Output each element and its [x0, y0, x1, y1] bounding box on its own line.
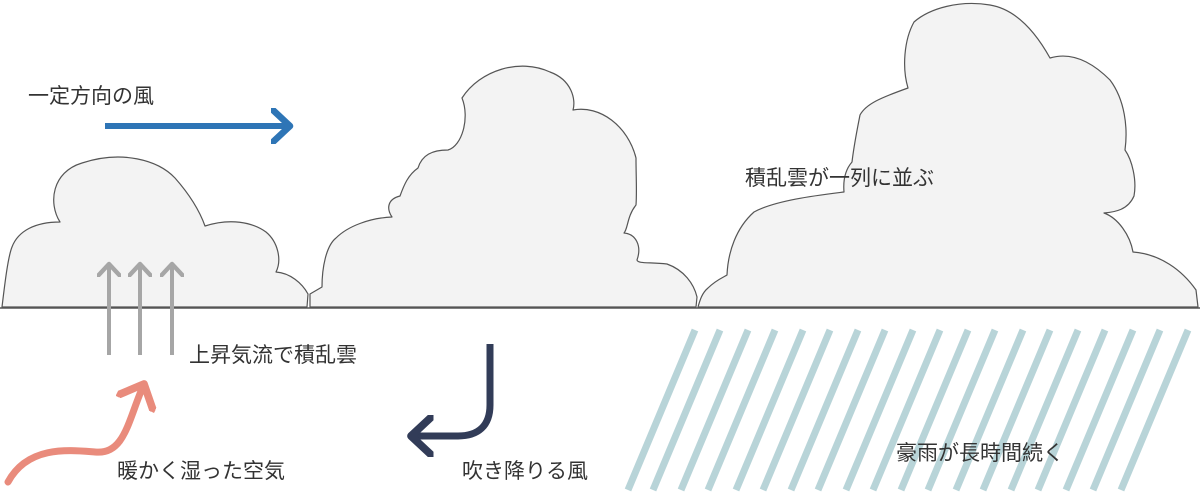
rain-streak [869, 328, 944, 492]
updraft-arrows [109, 264, 172, 355]
warm-air-label: 暖かく湿った空気 [117, 459, 285, 483]
rain-streak [1062, 328, 1137, 492]
rain-streak [979, 328, 1054, 492]
downdraft-label: 吹き降りる風 [462, 459, 588, 483]
rain-streak [759, 328, 834, 492]
rain-streak [924, 328, 999, 492]
curved-left-arrow-icon [411, 344, 494, 436]
cloud-line-label: 積乱雲が一列に並ぶ [745, 166, 934, 190]
tall-cumulonimbus-line [697, 2, 1199, 308]
rain-streak [732, 328, 807, 492]
updraft-label: 上昇気流で積乱雲 [189, 343, 357, 367]
rain-streaks [624, 328, 1192, 492]
clouds [1, 2, 1199, 308]
rain-streak [704, 328, 779, 492]
rain-streak [814, 328, 889, 492]
rain-streak [624, 328, 699, 492]
heavy-rain-label: 豪雨が長時間続く [896, 441, 1064, 465]
rain-streak [1007, 328, 1082, 492]
rain-streak [897, 328, 972, 492]
small-cumulonimbus [1, 156, 309, 308]
rain-streak [1117, 328, 1192, 492]
rain-streak [649, 328, 724, 492]
rain-streak [677, 328, 752, 492]
rain-streak [1089, 328, 1164, 492]
wind-direction-label: 一定方向の風 [28, 84, 154, 108]
curved-up-arrow-icon [4, 384, 144, 486]
medium-cumulonimbus [309, 65, 698, 308]
rain-streak [842, 328, 917, 492]
rain-streak [1034, 328, 1109, 492]
rain-streak [787, 328, 862, 492]
rain-streak [952, 328, 1027, 492]
